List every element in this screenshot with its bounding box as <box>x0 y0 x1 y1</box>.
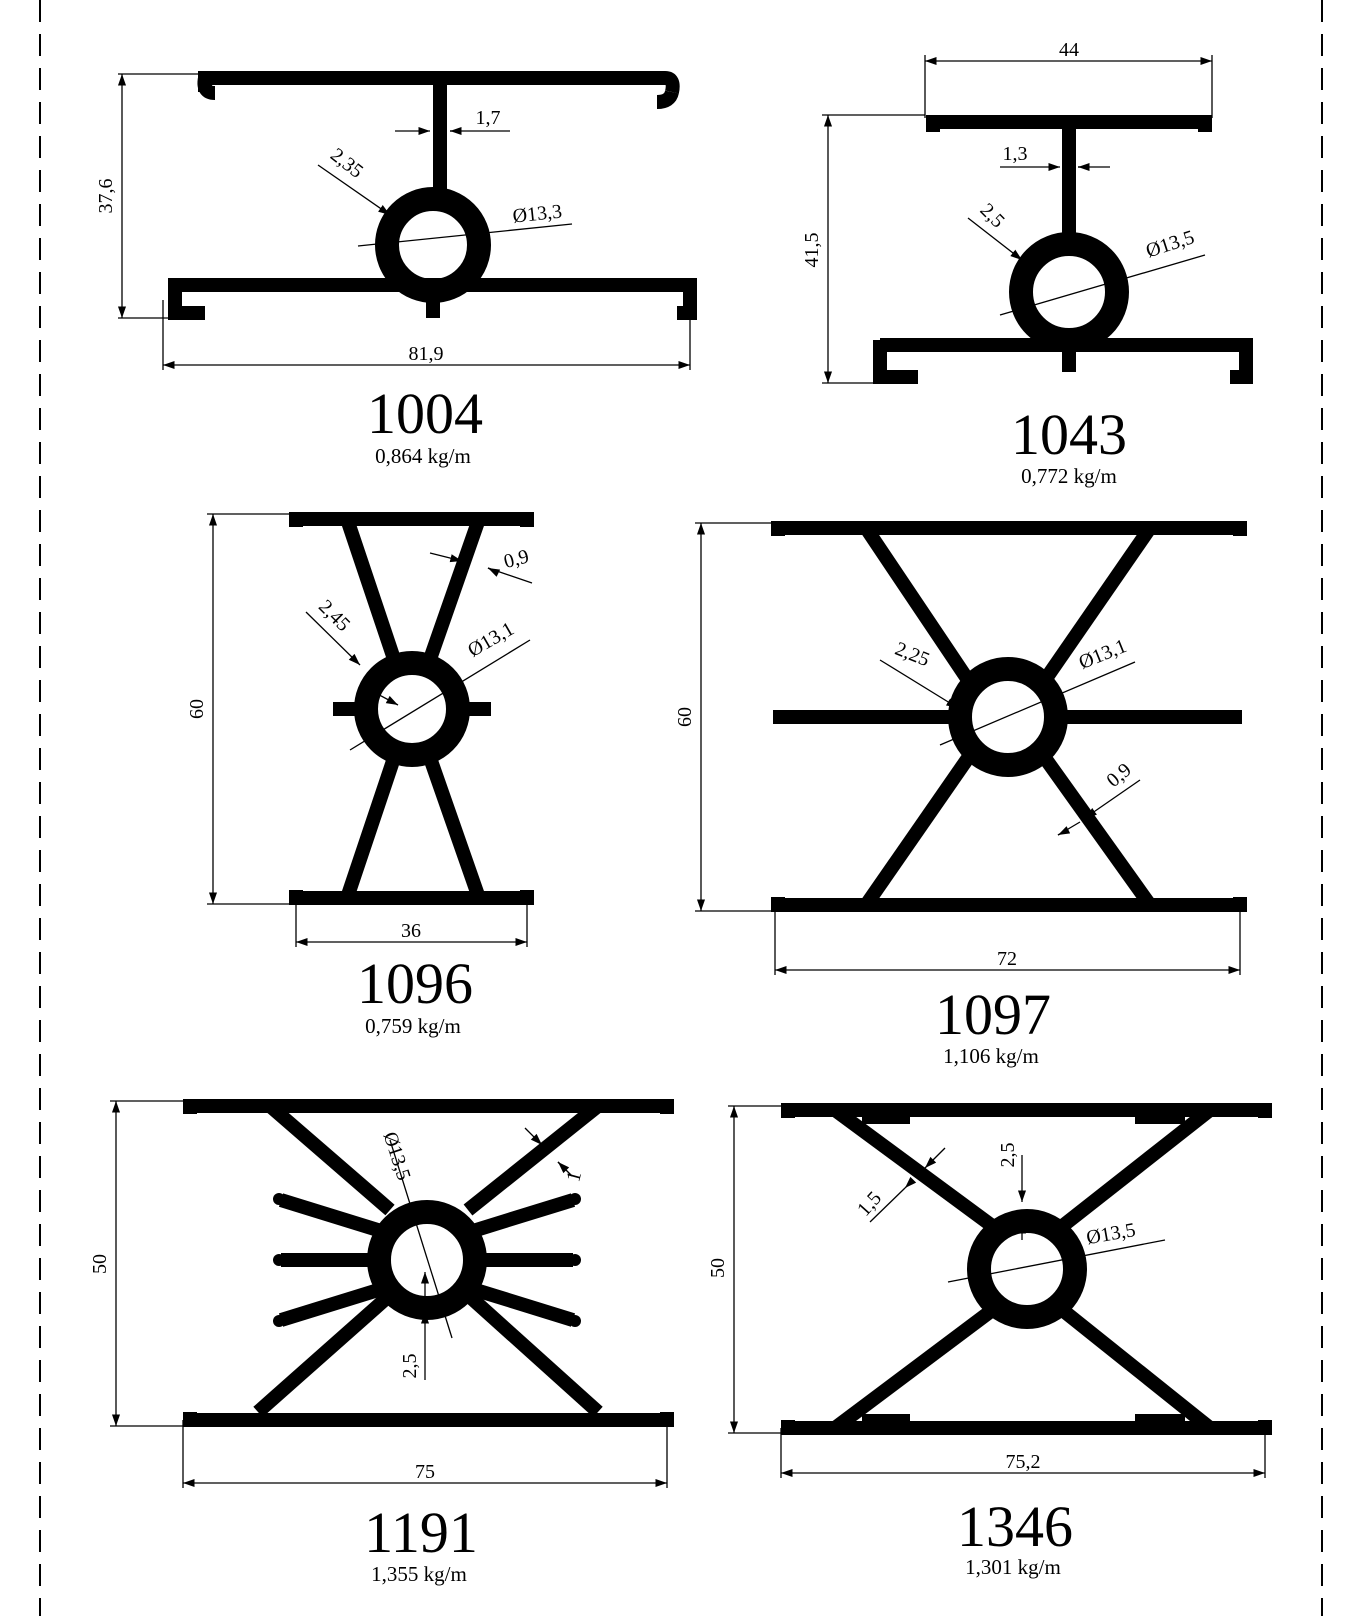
profile-1004: 37,6 81,9 1,7 2,35 Ø13,3 1004 0,864 kg/m <box>95 71 697 468</box>
profile-1346: 50 75,2 1,5 2,5 Ø13,5 1346 1,301 kg/m <box>707 1103 1272 1579</box>
wall-thickness-label: 2,5 <box>997 1143 1019 1168</box>
width-label: 36 <box>401 920 421 942</box>
profile-1097: 60 72 0,9 2,25 Ø13,1 1097 1,106 kg/m <box>674 521 1247 1068</box>
height-label: 41,5 <box>801 233 823 268</box>
web-thickness-label: 1,5 <box>853 1187 886 1220</box>
height-label: 50 <box>89 1254 111 1274</box>
width-label: 75 <box>415 1461 435 1483</box>
profile-1043: 44 41,5 1,3 2,5 Ø13,5 1043 0,772 kg/m <box>801 39 1253 488</box>
profile-code: 1043 <box>1011 402 1127 467</box>
bore-diameter-label: Ø13,5 <box>1143 226 1197 262</box>
profile-weight: 0,772 kg/m <box>1021 464 1117 488</box>
profile-1096: 60 36 0,9 2,45 Ø13,1 1096 0,759 kg/m <box>186 512 534 1038</box>
width-label: 75,2 <box>1006 1451 1041 1473</box>
web-thickness-label: 1 <box>562 1169 586 1184</box>
bore-diameter-label: Ø13,1 <box>464 618 518 662</box>
profile-weight: 0,759 kg/m <box>365 1014 461 1038</box>
profile-code: 1096 <box>357 951 473 1016</box>
profile-weight: 1,355 kg/m <box>371 1562 467 1586</box>
profile-weight: 1,301 kg/m <box>965 1555 1061 1579</box>
profile-weight: 1,106 kg/m <box>943 1044 1039 1068</box>
web-thickness-label: 1,7 <box>476 107 501 129</box>
profile-code: 1097 <box>935 982 1051 1047</box>
profile-code: 1191 <box>364 1500 478 1565</box>
profile-code: 1346 <box>957 1494 1073 1559</box>
height-label: 60 <box>674 707 696 727</box>
width-label: 72 <box>997 948 1017 970</box>
wall-thickness-label: 2,25 <box>892 638 933 672</box>
radial-fins <box>273 1193 581 1327</box>
wall-thickness-label: 2,35 <box>326 144 367 183</box>
height-label: 37,6 <box>95 179 117 214</box>
profile-code: 1004 <box>367 381 483 446</box>
web-thickness-label: 0,9 <box>502 545 532 573</box>
profile-weight: 0,864 kg/m <box>375 444 471 468</box>
profile-1191: 50 75 1 2,5 Ø13,5 1191 1,355 kg/m <box>89 1099 674 1586</box>
height-label: 50 <box>707 1258 729 1278</box>
height-label: 60 <box>186 699 208 719</box>
bore-diameter-label: Ø13,5 <box>1085 1219 1138 1249</box>
bore-diameter-label: Ø13,3 <box>512 201 563 228</box>
width-label: 81,9 <box>409 343 444 365</box>
bore-diameter-label: Ø13,5 <box>379 1129 415 1183</box>
web-thickness-label: 1,3 <box>1003 143 1028 165</box>
width-label: 44 <box>1059 39 1079 61</box>
wall-thickness-label: 2,45 <box>314 596 354 636</box>
wall-thickness-label: 2,5 <box>399 1354 421 1379</box>
